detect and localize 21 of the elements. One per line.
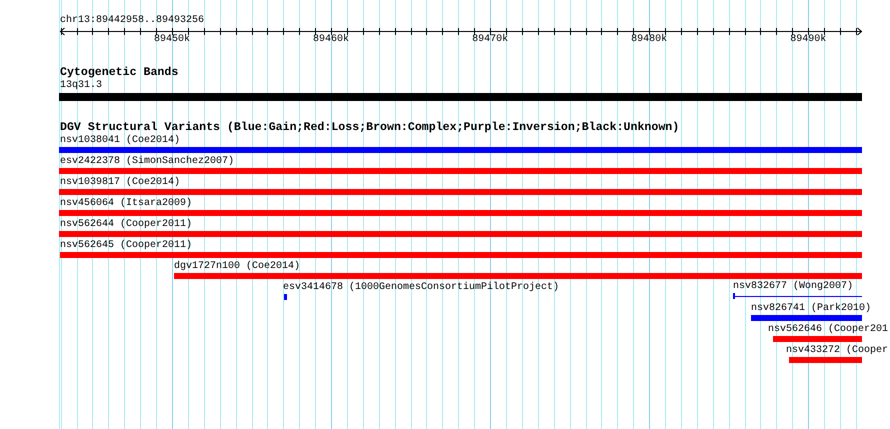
variant-label: nsv826741 (Park2010) [751,303,872,314]
variant-label: nsv456064 (Itsara2009) [60,198,192,209]
variant-label: nsv433272 (Cooper [786,345,888,356]
band-label: 13q31.3 [60,80,102,91]
coordinate-label: chr13:89442958..89493256 [60,14,204,26]
tick-label: 89450k [154,34,190,45]
variant-label: esv2422378 (SimonSanchez2007) [60,156,234,167]
variant-label: dgv1727n100 (Coe2014) [174,261,300,272]
track-title: DGV Structural Variants (Blue:Gain;Red:Loss;Brown:Complex;Purple:Inversion;Black:Unknown) [60,121,680,134]
track-title: Cytogenetic Bands [60,66,178,79]
variant-label: esv3414678 (1000GenomesConsortiumPilotProject) [283,282,560,293]
tick-label: 89470k [472,34,508,45]
variant-label: nsv562646 (Cooper201 [768,324,888,335]
variant-label: nsv832677 (Wong2007) [733,281,854,292]
tick-label: 89480k [631,34,668,45]
variant-label: nsv1038041 (Coe2014) [60,135,180,146]
tick-label: 89460k [313,34,350,45]
variant-label: nsv562645 (Cooper2011) [60,240,192,251]
variant-label: nsv562644 (Cooper2011) [60,219,192,230]
tick-label: 89490k [790,34,826,45]
variant-label: nsv1039817 (Coe2014) [60,177,180,188]
